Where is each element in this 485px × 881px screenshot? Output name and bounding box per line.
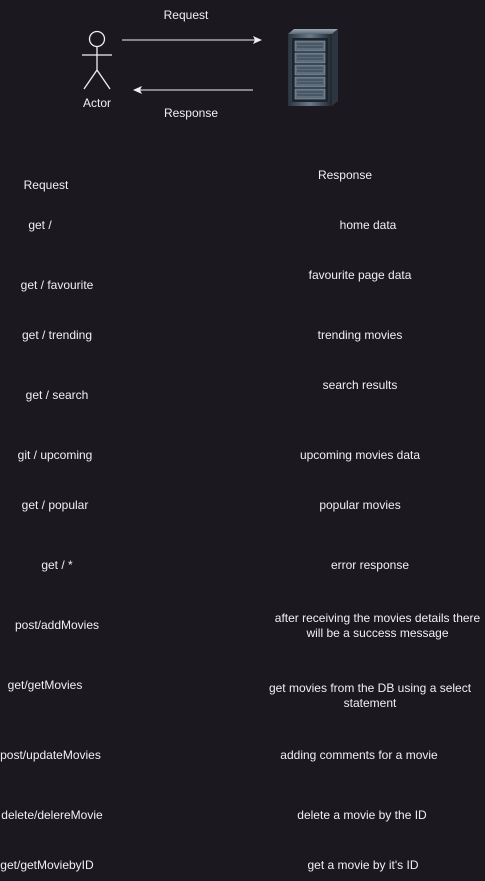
server-rack-icon	[288, 29, 338, 106]
request-label-get-search: get / search	[25, 388, 89, 402]
request-label-get-root: get /	[28, 218, 52, 232]
request-label-get-popular: get / popular	[21, 498, 89, 512]
response-label-get-by-id: get a movie by it's ID	[307, 858, 419, 872]
request-label-get-upcoming: git / upcoming	[17, 448, 93, 462]
response-column-header: Response	[317, 168, 373, 182]
stick-figure-actor-icon	[82, 30, 112, 90]
response-label-delete-by-id: delete a movie by the ID	[297, 808, 427, 822]
response-label-trending-movies: trending movies	[317, 328, 403, 342]
request-label-get-movies: get/getMovies	[7, 678, 83, 692]
response-arrow-label: Response	[163, 106, 219, 120]
response-label-get-movies: get movies from the DB using a select st…	[268, 681, 472, 710]
response-label-home-data: home data	[339, 218, 397, 232]
request-label-get-wildcard: get / *	[41, 558, 73, 572]
response-arrow	[133, 86, 253, 94]
request-label-get-trending: get / trending	[21, 328, 93, 342]
response-label-upcoming-data: upcoming movies data	[299, 448, 421, 462]
request-label-get-movie-by-id: get/getMoviebyID	[0, 858, 94, 872]
response-label-add-success: after receiving the movies details there…	[274, 611, 481, 640]
response-label-search-results: search results	[322, 378, 398, 392]
response-label-favourite-data: favourite page data	[308, 268, 412, 282]
request-label-update-movies: post/updateMovies	[0, 748, 101, 762]
response-label-adding-comments: adding comments for a movie	[280, 748, 438, 762]
request-label-delete-movie: delete/delereMovie	[1, 808, 103, 822]
actor-label: Actor	[82, 96, 111, 110]
response-label-popular-movies: popular movies	[319, 498, 401, 512]
request-label-get-favourite: get / favourite	[20, 278, 94, 292]
response-label-error-response: error response	[330, 558, 410, 572]
request-column-header: Request	[23, 178, 69, 192]
request-arrow-label: Request	[163, 8, 209, 22]
request-arrow	[122, 36, 262, 44]
request-label-add-movies: post/addMovies	[14, 618, 100, 632]
